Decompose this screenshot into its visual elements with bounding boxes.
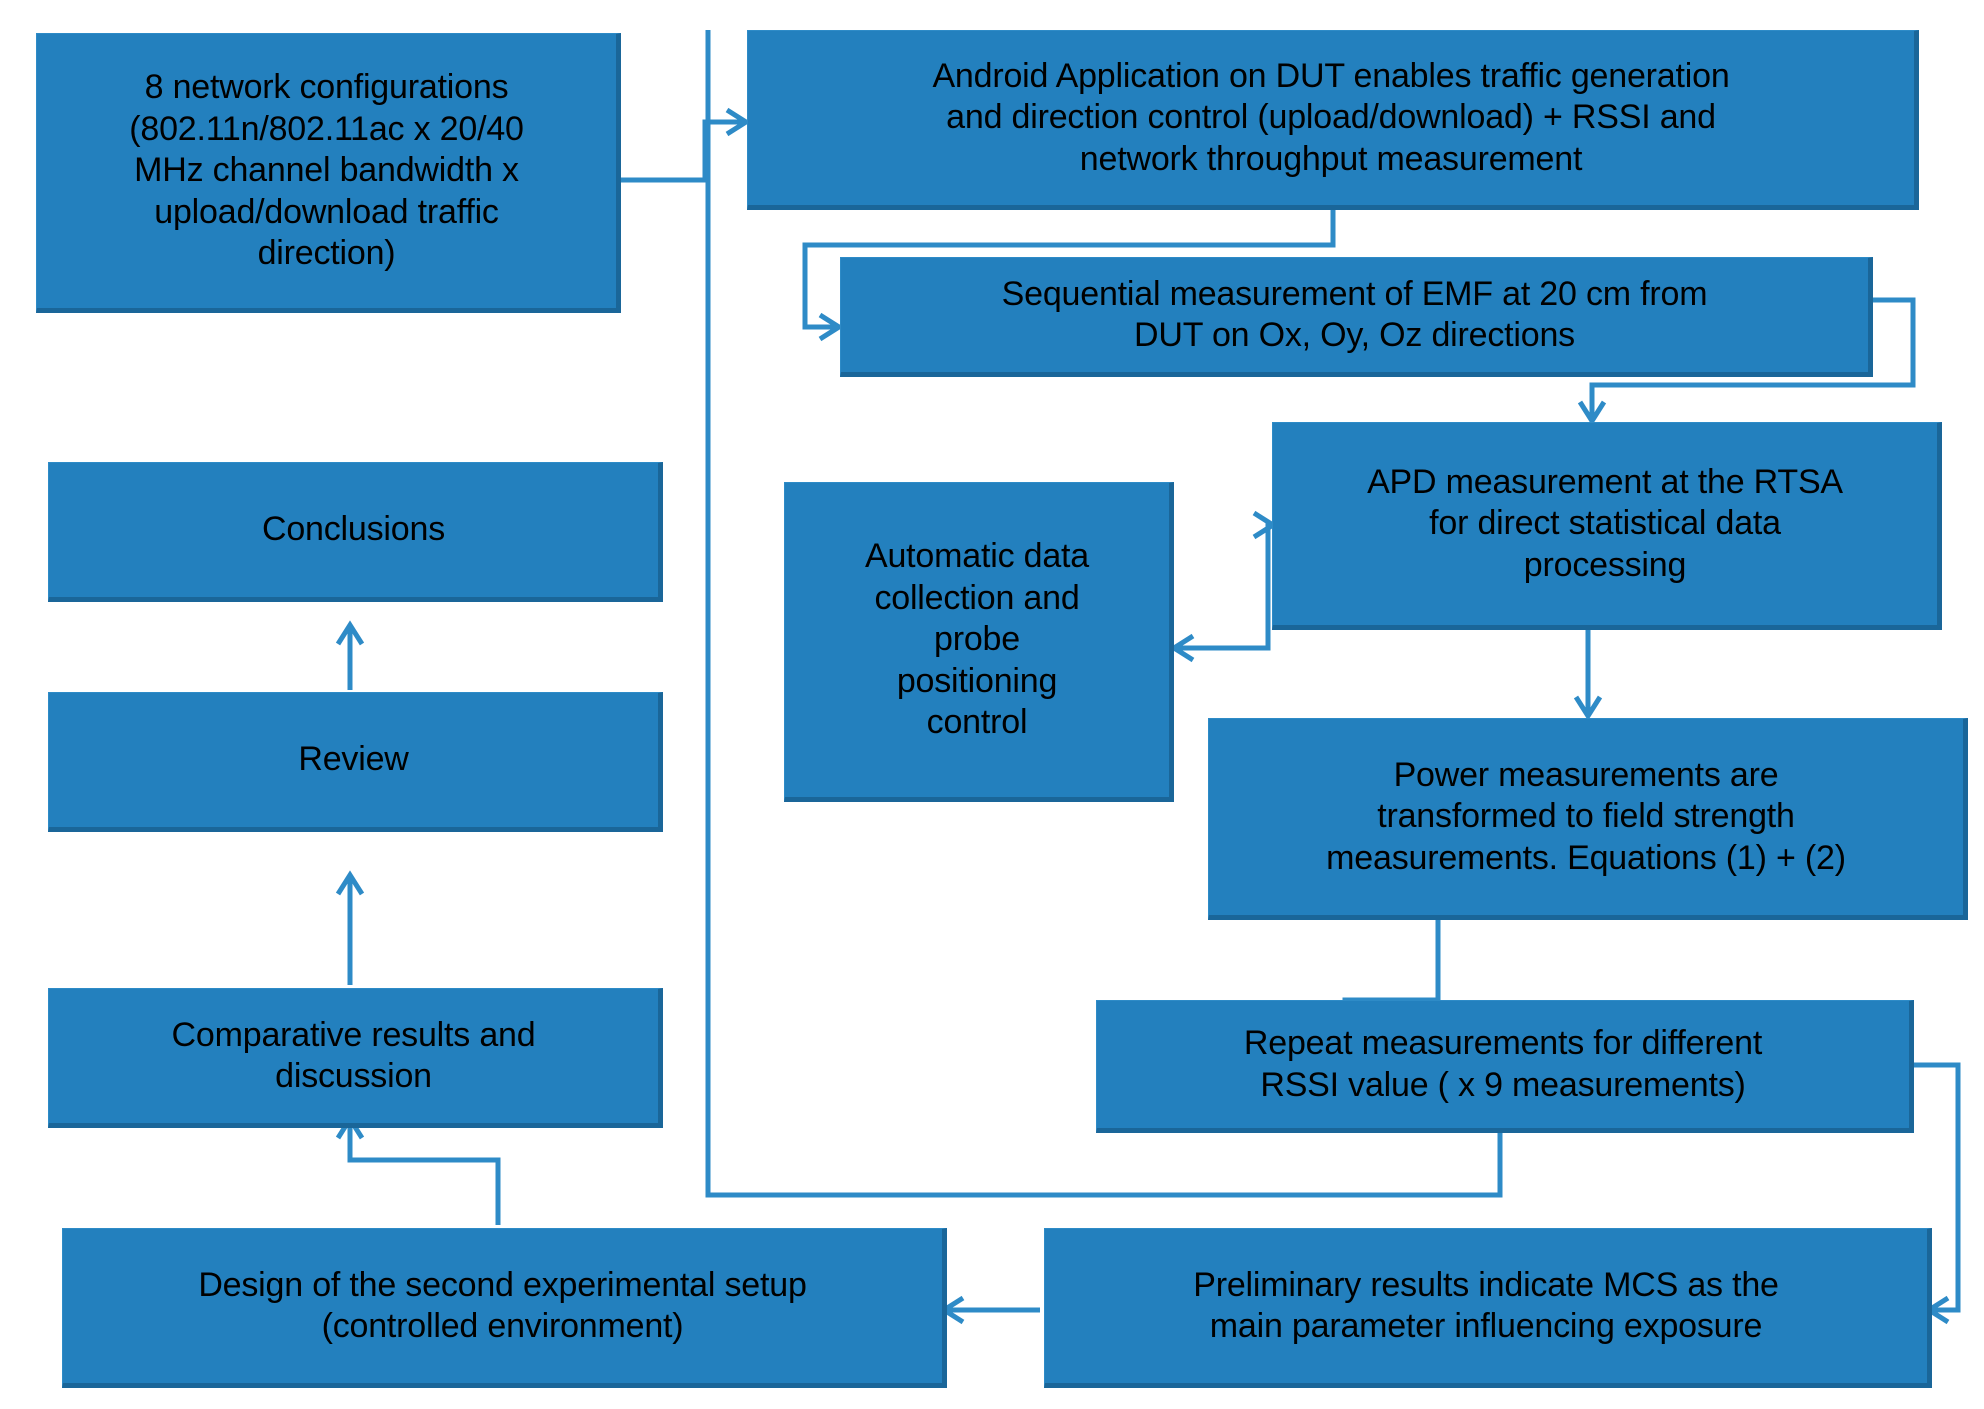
- node-review[interactable]: Review: [48, 692, 663, 832]
- node-network-configurations[interactable]: 8 network configurations(802.11n/802.11a…: [36, 33, 621, 313]
- edge-setup-to-comparative: [347, 1120, 501, 1225]
- node-android-application[interactable]: Android Application on DUT enables traff…: [747, 30, 1919, 210]
- node-second-experimental-setup[interactable]: Design of the second experimental setup(…: [62, 1228, 947, 1388]
- node-android-application-label: Android Application on DUT enables traff…: [932, 56, 1730, 178]
- edge-collection-to-apd: [1210, 522, 1272, 651]
- node-network-configurations-label: 8 network configurations(802.11n/802.11a…: [129, 68, 524, 273]
- node-review-label: Review: [298, 740, 409, 779]
- edge-configs-to-android: [620, 119, 745, 183]
- edge-apd-to-collection: [1175, 600, 1271, 651]
- node-sequential-measurement[interactable]: Sequential measurement of EMF at 20 cm f…: [840, 257, 1873, 377]
- node-conclusions[interactable]: Conclusions: [48, 462, 663, 602]
- node-conclusions-label: Conclusions: [261, 510, 445, 549]
- node-sequential-measurement-label: Sequential measurement of EMF at 20 cm f…: [1001, 274, 1708, 354]
- node-second-experimental-setup-label: Design of the second experimental setup(…: [198, 1265, 807, 1345]
